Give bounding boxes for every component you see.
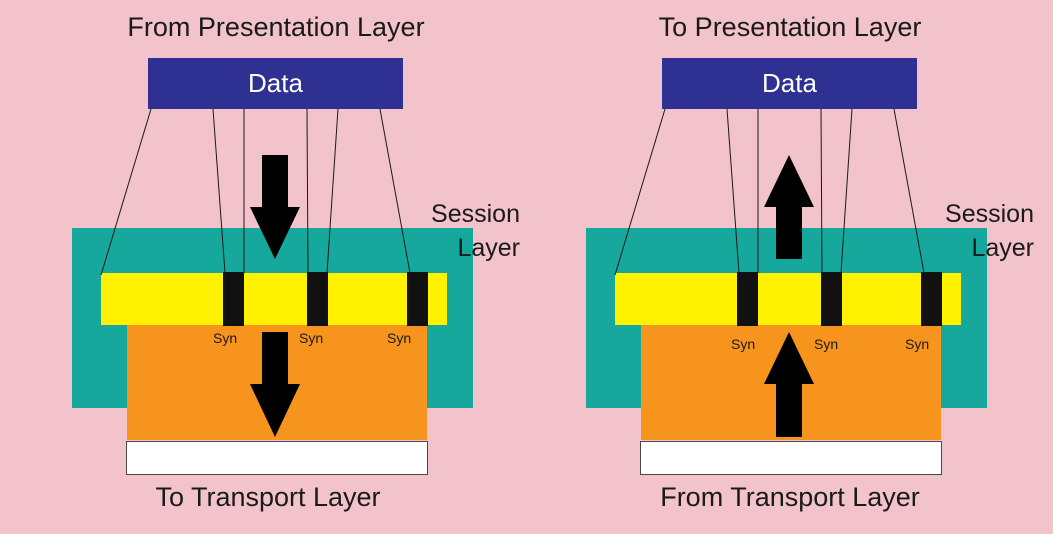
syn-marker	[921, 272, 942, 326]
diagram-title: From Presentation Layer	[127, 12, 425, 42]
syn-marker	[407, 272, 428, 326]
session-label-line2: Layer	[457, 234, 520, 262]
session-layer-label: Session Layer	[914, 197, 1034, 265]
syn-label: Syn	[814, 336, 839, 352]
syn-label: Syn	[387, 330, 412, 346]
syn-marker	[821, 272, 842, 326]
sync-band	[101, 273, 447, 325]
syn-label: Syn	[213, 330, 238, 346]
data-label: Data	[248, 68, 303, 98]
syn-marker	[307, 272, 328, 326]
data-box: Data	[148, 58, 403, 109]
session-label-line2: Layer	[971, 234, 1034, 262]
receiver-diagram: To Presentation Layer Data Session Layer…	[514, 0, 1040, 534]
payload-box	[641, 322, 941, 440]
session-layer-label: Session Layer	[400, 197, 520, 265]
session-label-line1: Session	[431, 200, 520, 228]
sync-band	[615, 273, 961, 325]
syn-marker	[223, 272, 244, 326]
transport-label: From Transport Layer	[660, 482, 920, 512]
syn-label: Syn	[299, 330, 324, 346]
data-label: Data	[762, 68, 817, 98]
session-label-line1: Session	[945, 200, 1034, 228]
data-box: Data	[662, 58, 917, 109]
diagram-title: To Presentation Layer	[658, 12, 922, 42]
syn-marker	[737, 272, 758, 326]
sender-diagram: From Presentation Layer Data Session Lay…	[0, 0, 526, 534]
transport-layer-box	[640, 441, 942, 475]
syn-label: Syn	[731, 336, 756, 352]
syn-label: Syn	[905, 336, 930, 352]
transport-layer-box	[126, 441, 428, 475]
transport-label: To Transport Layer	[155, 482, 381, 512]
payload-box	[127, 322, 427, 440]
